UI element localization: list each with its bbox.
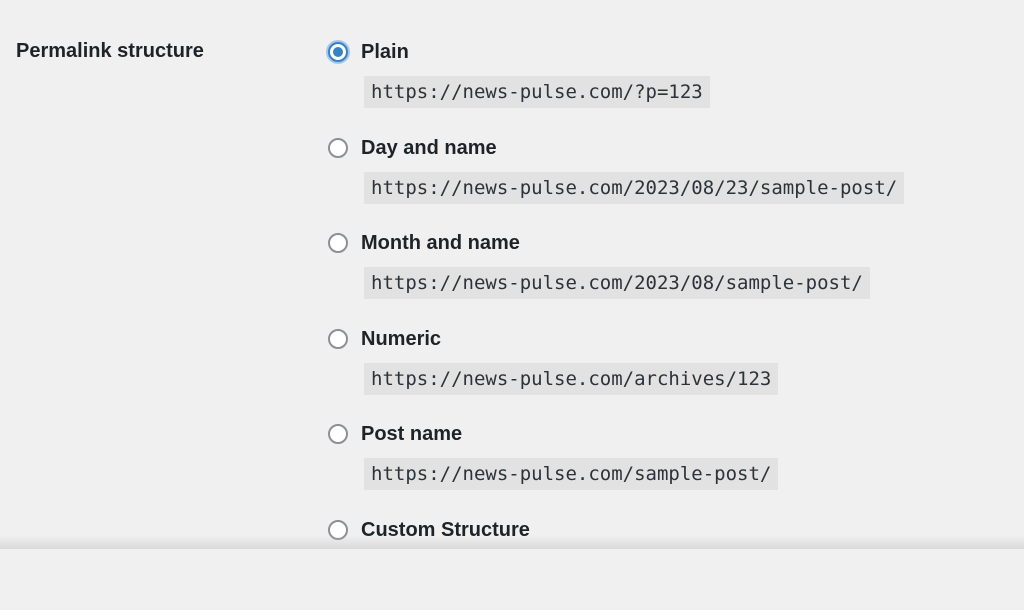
numeric-radio-option[interactable]: Numeric xyxy=(328,324,904,354)
month-and-name-label: Month and name xyxy=(361,228,520,258)
permalink-option-plain: Plain https://news-pulse.com/?p=123 xyxy=(328,37,904,133)
radio-checked-icon[interactable] xyxy=(328,42,348,62)
radio-unchecked-icon[interactable] xyxy=(328,233,348,253)
permalink-options-group: Plain https://news-pulse.com/?p=123 Day … xyxy=(328,37,904,610)
day-and-name-label: Day and name xyxy=(361,133,497,163)
permalink-option-post-name: Post name https://news-pulse.com/sample-… xyxy=(328,419,904,515)
plain-radio-option[interactable]: Plain xyxy=(328,37,904,67)
post-name-label: Post name xyxy=(361,419,462,449)
day-and-name-url-example: https://news-pulse.com/2023/08/23/sample… xyxy=(364,172,904,204)
radio-unchecked-icon[interactable] xyxy=(328,138,348,158)
day-and-name-radio-option[interactable]: Day and name xyxy=(328,133,904,163)
permalink-option-custom-structure: Custom Structure xyxy=(328,515,904,610)
post-name-url-example: https://news-pulse.com/sample-post/ xyxy=(364,458,778,490)
radio-unchecked-icon[interactable] xyxy=(328,329,348,349)
plain-label: Plain xyxy=(361,37,409,67)
radio-unchecked-icon[interactable] xyxy=(328,424,348,444)
post-name-radio-option[interactable]: Post name xyxy=(328,419,904,449)
permalink-option-day-and-name: Day and name https://news-pulse.com/2023… xyxy=(328,133,904,229)
permalink-structure-label: Permalink structure xyxy=(16,39,204,63)
bottom-scroll-shadow xyxy=(0,535,1024,549)
month-and-name-radio-option[interactable]: Month and name xyxy=(328,228,904,258)
permalink-option-month-and-name: Month and name https://news-pulse.com/20… xyxy=(328,228,904,324)
permalink-option-numeric: Numeric https://news-pulse.com/archives/… xyxy=(328,324,904,420)
numeric-url-example: https://news-pulse.com/archives/123 xyxy=(364,363,778,395)
month-and-name-url-example: https://news-pulse.com/2023/08/sample-po… xyxy=(364,267,870,299)
numeric-label: Numeric xyxy=(361,324,441,354)
plain-url-example: https://news-pulse.com/?p=123 xyxy=(364,76,710,108)
